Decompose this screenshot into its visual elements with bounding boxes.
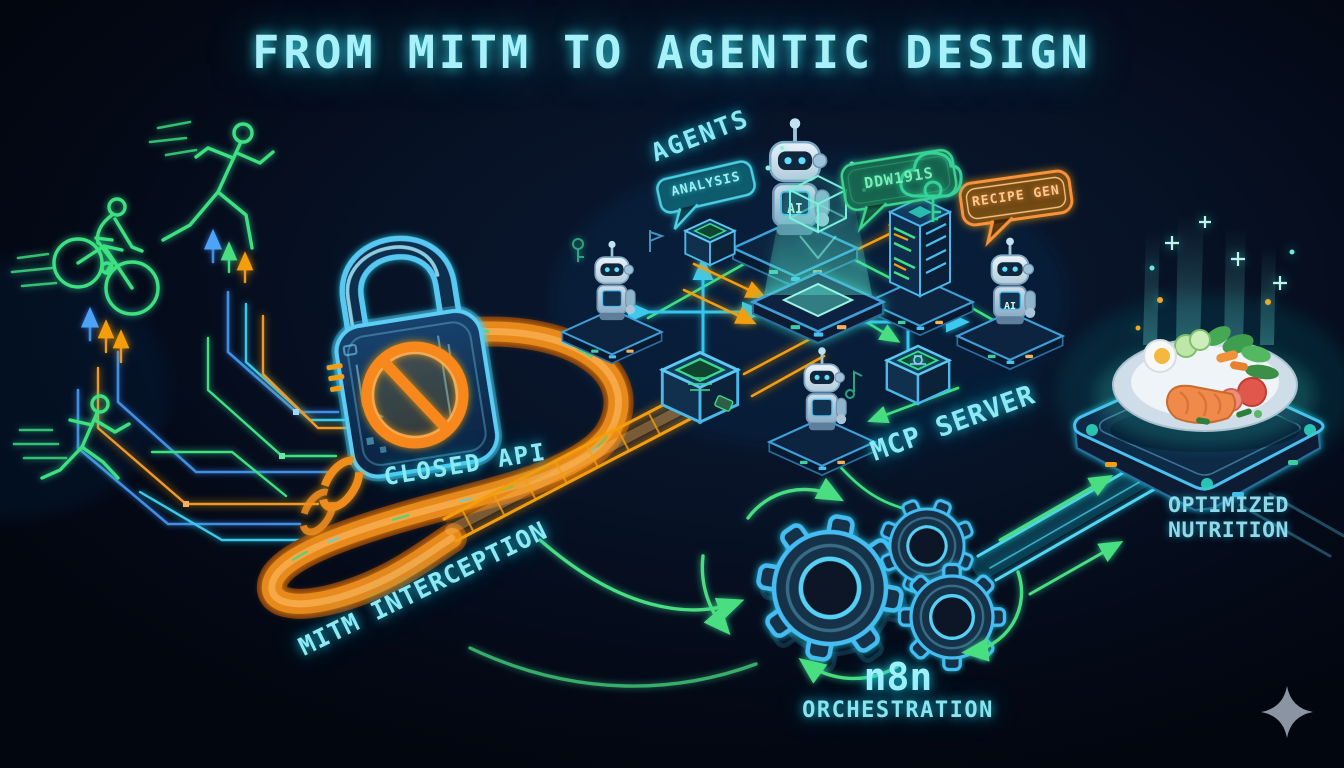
data-highway — [972, 457, 1344, 596]
light-rays — [1143, 215, 1276, 345]
cloud-key-icon — [899, 151, 963, 222]
n8n-label: n8n — [863, 655, 933, 699]
n8n-orchestration-label: n8n ORCHESTRATION — [778, 658, 1018, 726]
robot-right-chest-label: AI — [1004, 301, 1016, 312]
circuit-traces — [76, 228, 354, 542]
prohibition-icon — [361, 341, 469, 449]
note-glyph-icon — [845, 370, 863, 399]
chain-link-icon — [299, 456, 364, 536]
sparkles — [1135, 216, 1295, 331]
key-glyph-icon — [572, 238, 584, 262]
flag-glyph-icon — [649, 230, 665, 252]
gear-bottom-icon — [897, 562, 1007, 672]
food-items — [1143, 326, 1279, 425]
n8n-gears — [468, 477, 1024, 688]
chip-node-icon — [660, 351, 740, 424]
optimized-line1: OPTIMIZED — [1168, 493, 1289, 518]
plate-icon — [1095, 326, 1315, 452]
lock-ports — [326, 363, 345, 392]
optimized-nutrition-label: OPTIMIZED NUTRITION — [1168, 493, 1289, 543]
analysis-bubble — [656, 160, 756, 230]
sparkle-logo-icon — [1261, 686, 1313, 738]
mitm-pipe — [256, 316, 698, 619]
runner-bottom-icon — [12, 394, 131, 480]
orchestration-label: ORCHESTRATION — [802, 698, 994, 723]
recipe-gen-bubble — [958, 169, 1074, 248]
cyclist-icon — [10, 197, 160, 316]
node-cube-circuit — [885, 344, 951, 405]
athlete-figures — [10, 120, 275, 480]
gear-flow-arrows — [468, 477, 1024, 688]
nutrition-station — [1073, 215, 1325, 512]
runner-top-icon — [148, 120, 275, 250]
speech-bubbles — [656, 149, 1074, 248]
page-title: FROM MITM TO AGENTIC DESIGN — [252, 26, 1092, 79]
agent-network: AI AI — [561, 116, 1064, 477]
optimized-line2: NUTRITION — [1168, 518, 1289, 543]
